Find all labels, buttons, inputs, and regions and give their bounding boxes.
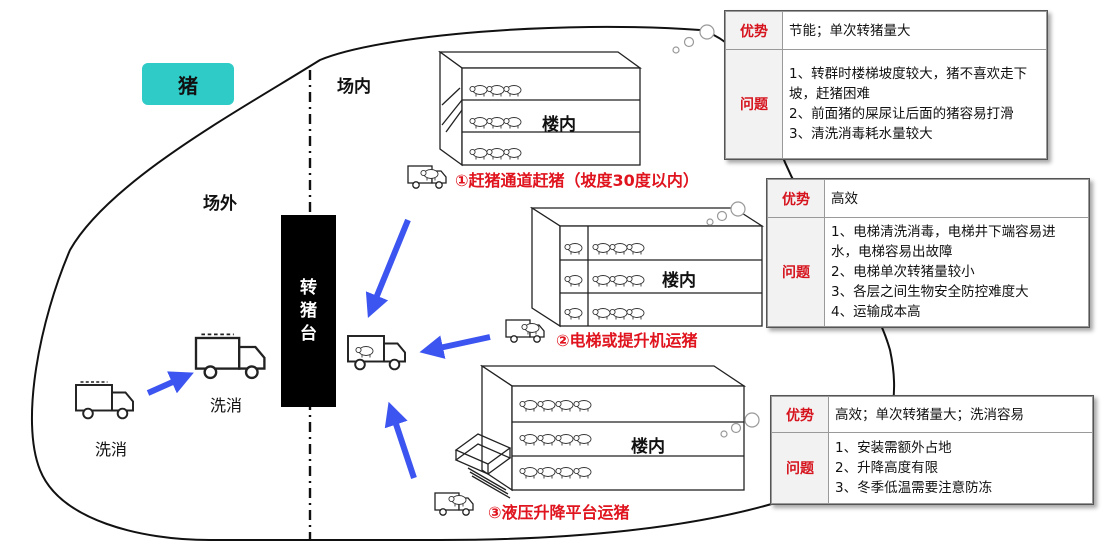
problem-item: 4、运输成本高 [831,304,921,320]
problem-header: 问题 [725,49,783,159]
problem-item: 2、电梯单次转猪量较小 [831,264,975,280]
transfer-platform: 转 猪 台 [281,215,336,407]
problem-item: 1、转群时楼梯坡度较大，猪不喜欢走下坡，赶猪困难 [789,66,1028,102]
method-3-label: ③液压升降平台运猪 [488,503,630,522]
advantage-text: 高效 [824,179,1089,218]
platform-char-3: 台 [300,323,317,344]
callout-bubbles [672,24,760,438]
info-box-stairs: 优势 节能；单次转猪量大 问题 1、转群时楼梯坡度较大，猪不喜欢走下坡，赶猪困难… [724,10,1048,160]
truck-method-3 [434,492,474,516]
arrow-method-3 [384,401,417,479]
wash-truck-2 [194,333,266,380]
info-box-elevator: 优势 高效 问题 1、电梯清洗消毒，电梯井下端容易进水，电梯容易出故障 2、电梯… [766,178,1090,328]
site-boundary [31,25,896,541]
problem-header: 问题 [771,432,829,504]
platform-char-1: 转 [300,277,317,298]
platform-char-2: 猪 [300,300,317,321]
arrow-method-2 [419,334,491,359]
info-box-hydraulic: 优势 高效；单次转猪量大；洗消容易 问题 1、安装需额外占地 2、升降高度有限 … [770,395,1094,505]
arrow-method-1 [365,218,411,318]
building-2 [529,206,765,328]
wash-label-1: 洗消 [95,440,128,459]
problem-item: 3、冬季低温需要注意防冻 [835,480,993,496]
wash-truck-1 [75,381,134,420]
advantage-header: 优势 [767,179,825,218]
problem-header: 问题 [767,217,825,327]
floors-label-2: 楼内 [662,271,696,291]
inside-label: 场内 [337,77,371,97]
problem-item: 1、安装需额外占地 [835,440,952,456]
floors-label-1: 楼内 [542,115,576,135]
problem-item: 2、前面猪的屎尿让后面的猪容易打滑 [789,106,1014,122]
truck-method-2 [505,319,545,343]
flow-arrows [146,218,491,479]
pig-tag: 猪 [142,63,234,105]
problem-item: 2、升降高度有限 [835,460,939,476]
floors-label-3: 楼内 [631,437,665,457]
advantage-header: 优势 [771,396,829,433]
arrow-wash-to-wash [146,371,194,396]
advantage-text: 高效；单次转猪量大；洗消容易 [828,396,1093,433]
method-2-label: ②电梯或提升机运猪 [556,331,698,350]
hydraulic-platform [454,433,512,499]
building-1 [438,50,642,167]
problem-item: 1、电梯清洗消毒，电梯井下端容易进水，电梯容易出故障 [831,224,1056,260]
truck-method-1 [407,165,447,189]
wash-label-2: 洗消 [210,396,243,415]
problem-item: 3、各层之间生物安全防控难度大 [831,284,1029,300]
problem-item: 3、清洗消毒耗水量较大 [789,126,933,142]
advantage-header: 优势 [725,11,783,50]
method-1-label: ①赶猪通道赶猪（坡度30度以内） [455,171,699,190]
central-truck [347,335,406,371]
outside-label: 场外 [203,194,237,214]
advantage-text: 节能；单次转猪量大 [782,11,1047,50]
